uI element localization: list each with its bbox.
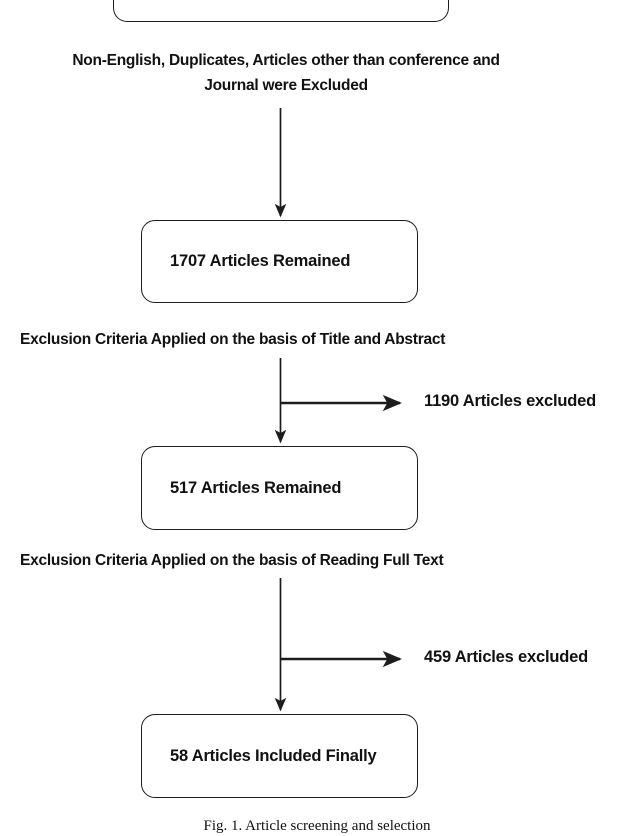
node-517-articles-remained: 517 Articles Remained: [141, 446, 418, 530]
excluded-count-title-abstract: 1190 Articles excluded: [424, 392, 597, 410]
node-517-label: 517 Articles Remained: [170, 478, 342, 497]
node-58-articles-included: 58 Articles Included Finally: [141, 714, 418, 798]
node-1707-articles-remained: 1707 Articles Remained: [141, 220, 418, 303]
excluded-count-full-text: 459 Articles excluded: [424, 648, 588, 666]
exclusion-criteria-full-text: Exclusion Criteria Applied on the basis …: [20, 552, 444, 569]
exclusion-criteria-title-abstract: Exclusion Criteria Applied on the basis …: [20, 331, 446, 348]
exclusion-criteria-initial-line2: Journal were Excluded: [204, 77, 368, 94]
source-records-box: [113, 0, 449, 22]
exclusion-criteria-initial: Non-English, Duplicates, Articles other …: [5, 48, 567, 98]
exclusion-criteria-initial-line1: Non-English, Duplicates, Articles other …: [72, 52, 500, 69]
node-58-label: 58 Articles Included Finally: [170, 746, 377, 765]
figure-caption: Fig. 1. Article screening and selection: [203, 818, 431, 834]
node-1707-label: 1707 Articles Remained: [170, 252, 351, 270]
